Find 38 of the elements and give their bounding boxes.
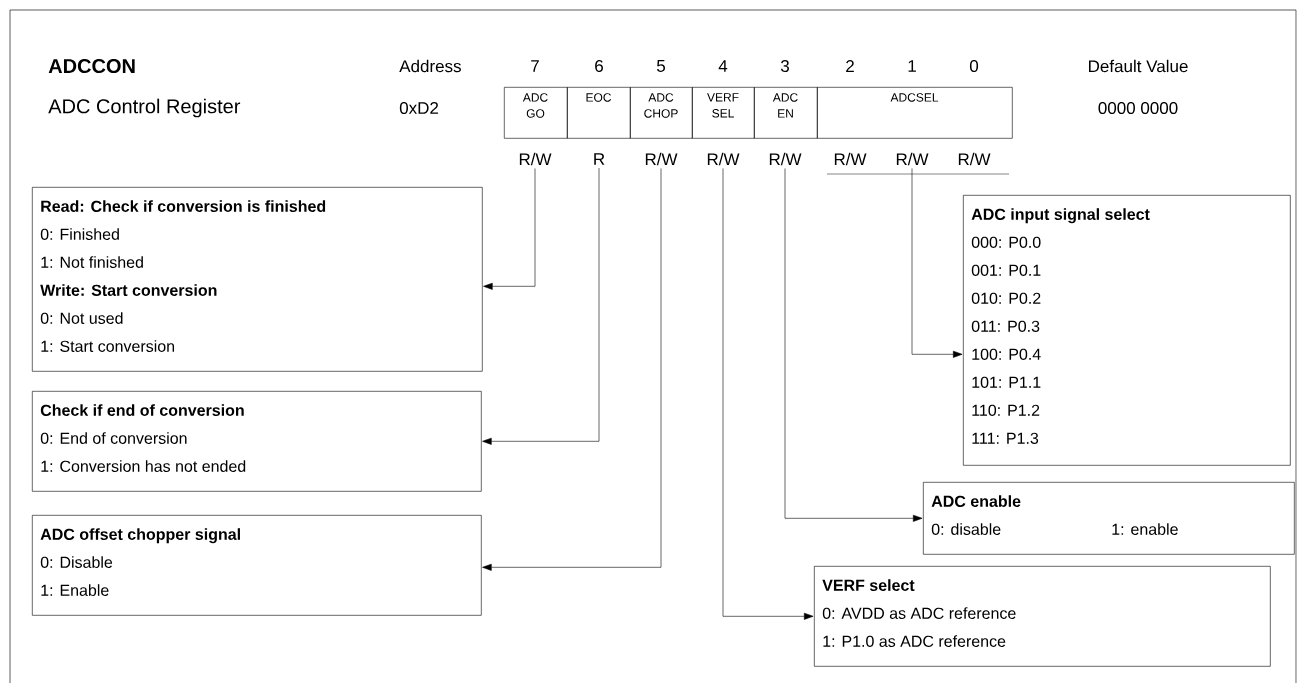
access-label: R/W <box>958 152 991 166</box>
access-label: R/W <box>834 152 867 166</box>
description-box: Check if end of conversion 0: End of conversion 1: Conversion has not ended <box>32 391 482 492</box>
arrow <box>784 168 923 522</box>
register-bit-cell: VERF SEL <box>692 87 755 139</box>
bit-number: 5 <box>656 60 665 72</box>
access-label: R/W <box>645 152 678 166</box>
bit-number: 3 <box>780 60 789 73</box>
address-value: 0xD2 <box>399 102 439 115</box>
access-label: R <box>594 153 605 165</box>
column-heading: Address <box>399 59 461 73</box>
access-label: R/W <box>707 152 740 166</box>
bit-number: 7 <box>531 60 539 72</box>
arrow <box>722 168 814 620</box>
bit-number: 6 <box>595 60 603 73</box>
register-bit-cell: EOC <box>567 87 631 139</box>
description-box: Read: Check if conversion is finished 0: Finished 1: Not finished Write: Start conversion 0: Not used 1: Start conversion <box>32 187 483 372</box>
column-heading: Default Value <box>1089 59 1188 73</box>
default-value: 0000 0000 <box>1098 102 1178 115</box>
register-bit-cell: ADC EN <box>754 87 818 139</box>
register-bit-cell: ADC CHOP <box>630 87 693 139</box>
arrow <box>483 168 536 290</box>
register-description: ADC Control Register <box>48 98 241 118</box>
arrow <box>482 168 662 571</box>
description-box: ADC enable 0: disable 1: enable <box>923 482 1295 555</box>
register-name: ADCCON <box>48 58 135 74</box>
description-box: VERF select 0: AVDD as ADC reference 1: P1.0 as ADC reference <box>814 566 1271 667</box>
access-label: R/W <box>769 152 802 166</box>
access-label: R/W <box>519 152 552 166</box>
description-box: ADC input signal select 000: P0.0 001: P0.1 010: P0.2 011: P0.3 100: P0.4 101: P1.1 110: P1.2 111: P1.3 <box>963 195 1291 466</box>
description-box: ADC offset chopper signal 0: Disable 1: Enable <box>32 515 482 616</box>
access-label: R/W <box>896 152 929 166</box>
bit-number: 2 <box>846 60 854 72</box>
arrow <box>911 168 963 358</box>
register-bit-cell: ADCSEL <box>817 87 1013 139</box>
arrow <box>482 167 600 445</box>
register-bit-cell: ADC GO <box>504 87 568 139</box>
bit-number: 4 <box>718 60 728 72</box>
